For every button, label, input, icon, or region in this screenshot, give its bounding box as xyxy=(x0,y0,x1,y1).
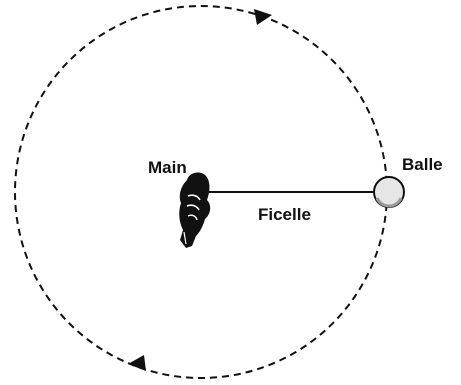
direction-arrow-bottom xyxy=(128,355,146,371)
hand-label: Main xyxy=(148,158,187,177)
hand-icon xyxy=(179,173,210,248)
direction-arrow-top xyxy=(254,9,272,25)
string-label: Ficelle xyxy=(258,205,311,224)
ball-icon xyxy=(374,177,404,207)
ball-label: Balle xyxy=(402,155,443,174)
